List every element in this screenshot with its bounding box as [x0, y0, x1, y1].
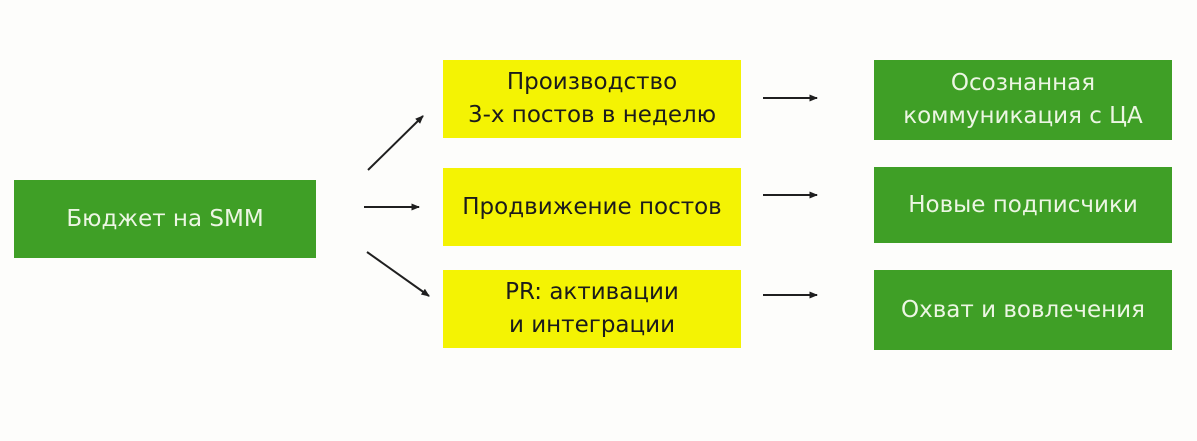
arrow-budget-to-production: [367, 115, 424, 171]
node-pr: PR: активации и интеграции: [443, 270, 741, 348]
node-reach: Охват и вовлечения: [874, 270, 1172, 350]
node-production: Производство 3-х постов в неделю: [443, 60, 741, 138]
arrow-budget-to-pr: [366, 251, 430, 297]
node-budget: Бюджет на SMM: [14, 180, 316, 258]
node-subscribers-label: Новые подписчики: [908, 191, 1138, 218]
node-promotion: Продвижение постов: [443, 168, 741, 246]
node-production-label-line1: Производство: [506, 69, 678, 95]
node-reach-label: Охват и вовлечения: [901, 296, 1145, 323]
node-budget-label: Бюджет на SMM: [66, 205, 264, 232]
node-pr-label-line1: PR: активации: [505, 279, 679, 305]
node-promotion-label: Продвижение постов: [462, 193, 722, 220]
node-subscribers: Новые подписчики: [874, 167, 1172, 243]
node-communication: Осознанная коммуникация с ЦА: [874, 60, 1172, 140]
node-production-label-line2: 3-х постов в неделю: [467, 102, 717, 128]
node-communication-label-line1: Осознанная: [950, 70, 1096, 96]
node-communication-label-line2: коммуникация с ЦА: [903, 103, 1143, 129]
node-pr-label-line2: и интеграции: [508, 312, 676, 338]
